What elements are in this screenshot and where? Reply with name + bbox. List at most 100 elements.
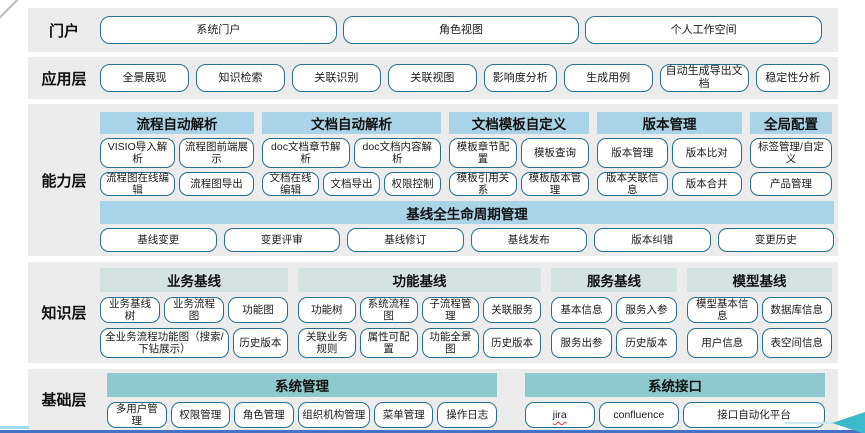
box-row: 模板引用关系模板版本管理 [449, 172, 589, 196]
feature-box: 关联视图 [387, 64, 477, 92]
feature-box: 变更历史 [717, 228, 834, 252]
feature-box: 版本比对 [671, 138, 742, 168]
bottom-left-cyan-line [0, 426, 29, 429]
feature-box: 表空间信息 [761, 328, 832, 358]
feature-box: 文档在线编辑 [262, 172, 319, 196]
feature-box: 流程图导出 [179, 172, 254, 196]
group-header: 业务基线 [100, 268, 288, 292]
feature-box: 全业务流程功能图（搜索/下钻展示） [100, 328, 229, 358]
knowledge-content: 业务基线业务基线树业务流程图功能图全业务流程功能图（搜索/下钻展示）历史版本功能… [100, 262, 838, 363]
arrow-shaft [785, 422, 833, 424]
feature-box: 关联服务 [483, 297, 541, 323]
feature-box: 组织机构管理 [297, 402, 370, 428]
group-header: 服务基线 [551, 268, 677, 292]
feature-box: 版本纠错 [594, 228, 711, 252]
box-row: 关联业务规则属性可配置功能全景图历史版本 [298, 328, 541, 358]
feature-box: 属性可配置 [359, 328, 418, 358]
feature-box: 操作日志 [437, 402, 497, 428]
feature-box: 菜单管理 [373, 402, 434, 428]
group-header: 文档自动解析 [262, 112, 441, 134]
box-row: 全业务流程功能图（搜索/下钻展示）历史版本 [100, 328, 288, 358]
box-row: 流程图在线编辑流程图导出 [100, 172, 254, 196]
feature-box: 多用户管理 [107, 402, 167, 428]
layer-label-portal: 门户 [48, 22, 79, 40]
box-row: 功能树系统流程图子流程管理关联服务 [298, 297, 541, 323]
feature-box: 模板引用关系 [449, 172, 517, 196]
group-header: 功能基线 [298, 268, 541, 292]
feature-box: 模板查询 [521, 138, 589, 168]
feature-box: 业务基线树 [100, 297, 160, 323]
feature-box: 标签管理/自定义 [750, 138, 832, 168]
feature-box: 业务流程图 [164, 297, 224, 323]
group: 全局配置标签管理/自定义产品管理 [750, 112, 832, 196]
feature-box: 个人工作空间 [585, 16, 823, 44]
feature-box: 关联业务规则 [298, 328, 356, 358]
feature-box: 版本关联信息 [597, 172, 668, 196]
baseline-lifecycle-boxes: 基线变更变更评审基线修订基线发布版本纠错变更历史 [100, 228, 834, 252]
layer-label-knowledge: 知识层 [41, 305, 87, 322]
group-header: 版本管理 [597, 112, 742, 134]
group: 文档模板自定义模板章节配置模板查询模板引用关系模板版本管理 [449, 112, 589, 196]
group: 系统管理多用户管理权限管理角色管理组织机构管理菜单管理操作日志 [107, 373, 497, 430]
feature-box: doc文档内容解析 [353, 138, 441, 168]
layer-label-application: 应用层 [41, 70, 87, 88]
box-row: 产品管理 [750, 172, 832, 196]
layer-label-capability: 能力层 [41, 172, 87, 190]
feature-box: 服务出参 [551, 328, 612, 358]
box-row: 模型基本信息数据库信息 [687, 297, 832, 323]
feature-box: 角色管理 [234, 402, 294, 428]
feature-box: 流程图前端展示 [179, 138, 254, 168]
baseline-lifecycle-header: 基线全生命周期管理 [100, 201, 834, 224]
feature-box: 角色视图 [342, 16, 580, 44]
page-corner-fold [0, 0, 27, 23]
box-row: 模板章节配置模板查询 [449, 138, 589, 168]
feature-box: 流程图在线编辑 [100, 172, 175, 196]
feature-box: 模板章节配置 [449, 138, 517, 168]
feature-box: 模板版本管理 [521, 172, 589, 196]
box-row: 基本信息服务入参 [551, 297, 677, 323]
group: 功能基线功能树系统流程图子流程管理关联服务关联业务规则属性可配置功能全景图历史版… [298, 268, 541, 358]
box-row: 版本管理版本比对 [597, 138, 742, 168]
feature-box: 版本管理 [597, 138, 668, 168]
feature-box: 模型基本信息 [687, 297, 758, 323]
bottom-blue-bar [0, 430, 865, 433]
box-row: VISIO导入解析流程图前端展示 [100, 138, 254, 168]
feature-box: jira [525, 402, 595, 428]
group: 版本管理版本管理版本比对版本关联信息版本合并 [597, 112, 742, 196]
feature-box: 稳定性分析 [755, 64, 830, 92]
knowledge-groups: 业务基线业务基线树业务流程图功能图全业务流程功能图（搜索/下钻展示）历史版本功能… [100, 268, 834, 358]
feature-box: 知识检索 [195, 64, 285, 92]
feature-box: 权限管理 [170, 402, 231, 428]
feature-box: 功能图 [228, 297, 288, 323]
box-row: 多用户管理权限管理角色管理组织机构管理菜单管理操作日志 [107, 402, 497, 428]
layer-band-application: 应用层 全景展现知识检索关联识别关联视图影响度分析生成用例自动生成导出文档稳定性… [28, 57, 838, 99]
group-header: 模型基线 [687, 268, 832, 292]
feature-box: VISIO导入解析 [100, 138, 175, 168]
feature-box: 子流程管理 [421, 297, 480, 323]
box-row: 版本关联信息版本合并 [597, 172, 742, 196]
layer-band-portal: 门户 系统门户角色视图个人工作空间 [28, 8, 838, 52]
feature-box: 数据库信息 [761, 297, 832, 323]
box-row: 用户信息表空间信息 [687, 328, 832, 358]
feature-box: 基线变更 [100, 228, 217, 252]
feature-box: 关联识别 [291, 64, 381, 92]
group-header: 文档模板自定义 [449, 112, 589, 134]
feature-box: 生成用例 [563, 64, 653, 92]
feature-box: 权限控制 [384, 172, 441, 196]
portal-boxes: 系统门户角色视图个人工作空间 [100, 8, 838, 52]
feature-box: 历史版本 [483, 328, 541, 358]
group-header: 流程自动解析 [100, 112, 254, 134]
feature-box: 自动生成导出文档 [659, 64, 749, 92]
feature-box: confluence [598, 402, 679, 428]
group: 服务基线基本信息服务入参服务出参历史版本 [551, 268, 677, 358]
group-header: 系统接口 [525, 373, 825, 397]
feature-box: 系统流程图 [359, 297, 418, 323]
box-row: 服务出参历史版本 [551, 328, 677, 358]
